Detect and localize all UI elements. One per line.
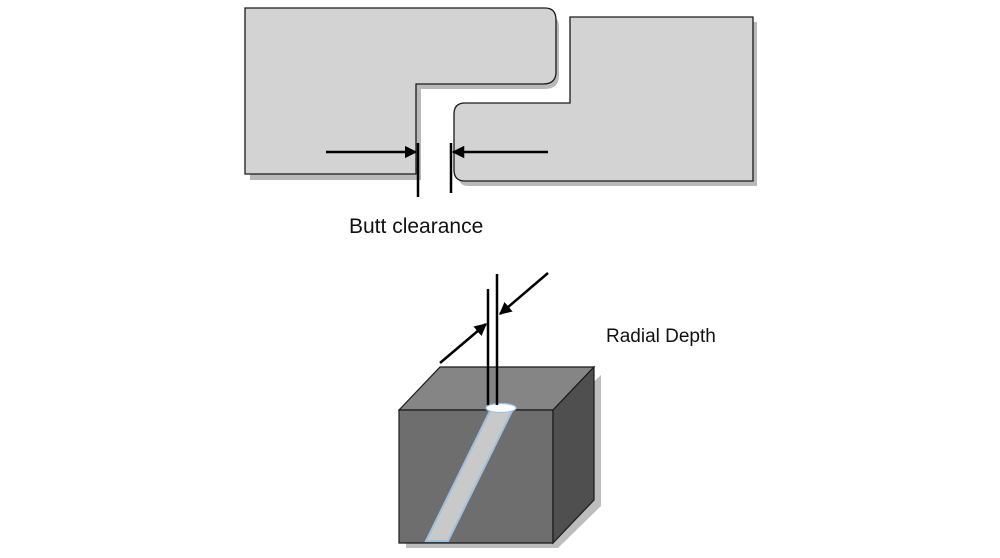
radial-dimension-arrow-lower (439, 323, 487, 364)
butt-clearance-diagram: Butt clearance (244, 7, 757, 238)
crack-opening (485, 402, 517, 414)
butt-clearance-label: Butt clearance (349, 215, 483, 238)
left-plate (244, 7, 557, 175)
cube-side-face (552, 365, 595, 545)
radial-dimension-arrow-upper (499, 272, 549, 315)
radial-depth-diagram: Radial Depth (397, 272, 716, 548)
right-plate (453, 16, 754, 182)
radial-depth-label: Radial Depth (606, 326, 716, 347)
